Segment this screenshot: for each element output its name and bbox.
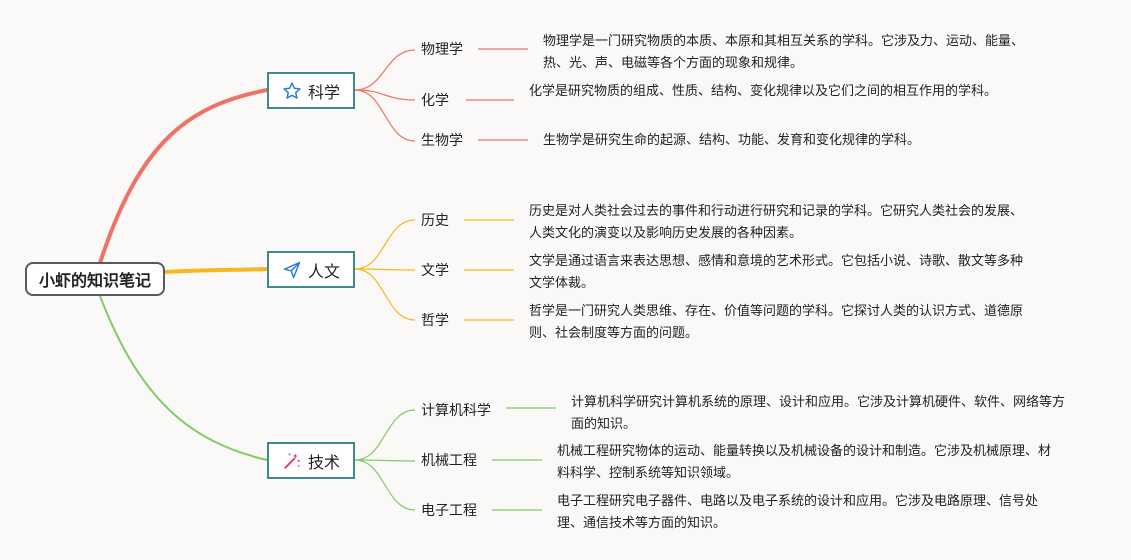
subtopic-physics[interactable]: 物理学 (421, 42, 463, 58)
root-node[interactable]: 小虾的知识笔记 (25, 262, 165, 296)
link-mech (354, 459, 416, 462)
description-chemistry: 化学是研究物质的组成、性质、结构、变化规律以及它们之间的相互作用的学科。 (529, 84, 998, 99)
root-label: 小虾的知识笔记 (38, 271, 151, 290)
category-node-science[interactable]: 科学 (267, 72, 355, 109)
link-ee (354, 459, 416, 511)
branch-science (98, 88, 269, 265)
description-biology: 生物学是研究生命的起源、结构、功能、发育和变化规律的学科。 (543, 133, 921, 148)
branch-humanities (163, 267, 269, 274)
description-electronic-engineering: 电子工程研究电子器件、电路以及电子系统的设计和应用。它涉及电路原理、信号处理、通… (557, 494, 1039, 531)
subtopic-chemistry[interactable]: 化学 (421, 93, 449, 109)
category-label-science: 科学 (307, 82, 340, 102)
description-physics: 物理学是一门研究物质的本质、本原和其相互关系的学科。它涉及力、运动、能量、热、光… (543, 34, 1025, 71)
category-node-technology[interactable]: 技术 (267, 442, 355, 479)
link-physics (354, 49, 416, 91)
category-label-technology: 技术 (307, 452, 340, 472)
description-philosophy: 哲学是一门研究人类思维、存在、价值等问题的学科。它探讨人类的认识方式、道德原则、… (529, 304, 1024, 341)
subtopic-history[interactable]: 历史 (421, 213, 449, 229)
branch-technology (99, 295, 268, 461)
link-cs (354, 409, 416, 461)
star-outline-icon (282, 81, 302, 101)
subtopic-electronic-engineering[interactable]: 电子工程 (421, 503, 477, 519)
subtopic-mechanical-engineering[interactable]: 机械工程 (421, 453, 477, 469)
magic-wand-icon (282, 451, 302, 471)
description-history: 历史是对人类社会过去的事件和行动进行研究和记录的学科。它研究人类社会的发展、人类… (529, 204, 1024, 241)
paper-plane-icon (282, 260, 302, 280)
subtopic-literature[interactable]: 文学 (421, 263, 449, 279)
description-literature: 文学是通过语言来表达思想、感情和意境的艺术形式。它包括小说、诗歌、散文等多种文学… (529, 254, 1024, 291)
link-history (354, 219, 416, 270)
description-computer-science: 计算机科学研究计算机系统的原理、设计和应用。它涉及计算机硬件、软件、网络等方面的… (571, 395, 1066, 432)
category-label-humanities: 人文 (307, 261, 340, 281)
link-philosophy (354, 268, 416, 321)
subtopic-biology[interactable]: 生物学 (421, 133, 463, 149)
link-literature (354, 268, 416, 271)
subtopic-philosophy[interactable]: 哲学 (421, 313, 449, 329)
link-biology (354, 89, 416, 142)
link-chemistry (354, 89, 416, 101)
category-node-humanities[interactable]: 人文 (267, 251, 355, 288)
subtopic-computer-science[interactable]: 计算机科学 (421, 403, 491, 419)
description-mechanical-engineering: 机械工程研究物体的运动、能量转换以及机械设备的设计和制造。它涉及机械原理、材料科… (557, 444, 1052, 481)
